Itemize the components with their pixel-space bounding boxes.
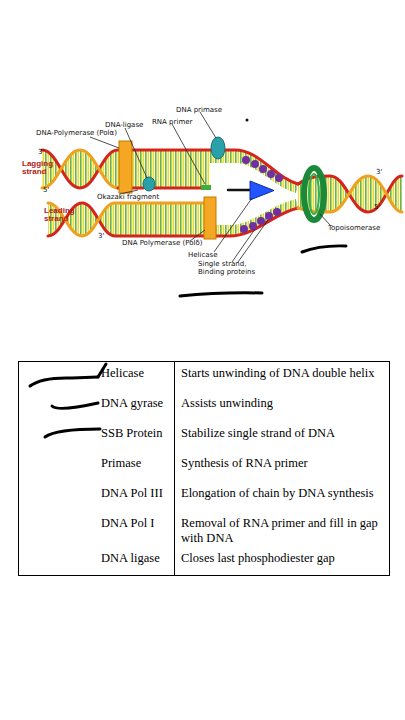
leader-line xyxy=(90,137,119,148)
polymerase-alpha xyxy=(119,141,132,193)
leader-line xyxy=(238,220,268,262)
ssb-protein xyxy=(275,174,283,182)
strand-label: Lagging strand xyxy=(22,160,56,176)
base-pairs xyxy=(115,203,212,236)
helicase xyxy=(250,181,274,200)
table-frame xyxy=(18,361,390,576)
strand-label: Leading strand xyxy=(44,207,78,223)
table-cell: DNA gyrase xyxy=(101,396,163,411)
part-label: Helicase xyxy=(188,251,218,259)
end-label: 5' xyxy=(374,203,380,211)
table-cell: DNA Pol I xyxy=(101,516,154,531)
table-cell: Closes last phosphodiester gap xyxy=(181,551,389,566)
table-cell: Primase xyxy=(101,456,141,471)
okazaki-fragment xyxy=(153,187,201,190)
part-label: DNA-Polymerase (Polα) xyxy=(36,129,117,137)
ssb-protein xyxy=(251,160,259,168)
ssb-protein xyxy=(267,170,275,178)
hand-stroke xyxy=(180,293,262,296)
topoisomerase xyxy=(309,174,319,214)
part-label: Single strand, Binding proteins xyxy=(198,260,258,276)
base-pairs xyxy=(42,150,402,236)
hand-stroke xyxy=(45,429,100,437)
new-strand xyxy=(42,150,118,188)
leader-line xyxy=(172,124,205,184)
part-label: Topoisomerase xyxy=(328,224,380,232)
hand-stroke xyxy=(52,403,98,408)
leader-line xyxy=(320,214,330,225)
ssb-proteins xyxy=(240,156,283,233)
table-rule xyxy=(18,361,390,362)
end-label: 3' xyxy=(38,148,44,156)
hand-stroke xyxy=(30,377,98,386)
table-rule xyxy=(174,361,175,576)
base-pairs xyxy=(298,176,402,212)
table-cell: Stabilize single strand of DNA xyxy=(181,426,389,441)
table-cell: Elongation of chain by DNA synthesis xyxy=(181,486,389,501)
leader-line xyxy=(214,198,252,252)
table-cell: SSB Protein xyxy=(101,426,162,441)
table-cell: Assists unwinding xyxy=(181,396,389,411)
part-label: RNA primer xyxy=(152,118,192,126)
part-label: DNA-ligase xyxy=(105,121,143,129)
ssb-protein xyxy=(249,222,257,230)
ssb-protein xyxy=(265,212,273,220)
dna-primase xyxy=(211,137,225,159)
table-cell: Removal of RNA primer and fill in gap wi… xyxy=(181,516,389,546)
hand-stroke xyxy=(228,189,250,192)
ssb-protein xyxy=(240,225,248,233)
leader-line xyxy=(232,229,255,262)
ssb-protein xyxy=(242,156,250,164)
end-label: 3' xyxy=(98,232,104,240)
leader-lines xyxy=(90,112,330,262)
table-cell: Synthesis of RNA primer xyxy=(181,456,389,471)
table-cell: Helicase xyxy=(101,366,144,381)
parent-strand xyxy=(298,176,402,212)
topoisomerase xyxy=(304,168,324,220)
end-label: 5' xyxy=(43,186,49,194)
part-label: DNA primase xyxy=(176,106,222,114)
parent-strand xyxy=(298,176,402,212)
dna-ligase xyxy=(143,177,155,191)
end-label: 3' xyxy=(376,168,382,176)
ssb-protein xyxy=(257,217,265,225)
leader-line xyxy=(125,128,147,178)
table-rule xyxy=(18,361,19,576)
hand-stroke xyxy=(302,246,346,252)
part-label: DNA Polymerase (Polδ) xyxy=(122,239,202,247)
table-cell: Starts unwinding of DNA double helix xyxy=(181,366,389,381)
ssb-protein xyxy=(273,208,281,216)
dna-strands xyxy=(42,150,402,236)
table-cell: DNA Pol III xyxy=(101,486,163,501)
part-label: Okazaki fragment xyxy=(97,193,159,201)
table-rule xyxy=(389,361,390,576)
table-cell: DNA ligase xyxy=(101,551,160,566)
ssb-protein xyxy=(259,165,267,173)
polymerase-delta xyxy=(204,197,216,239)
leader-line xyxy=(200,112,216,138)
dot-mark xyxy=(246,119,249,122)
template-strand xyxy=(42,150,298,188)
table-rule xyxy=(18,575,390,576)
rna-primer xyxy=(201,185,211,190)
